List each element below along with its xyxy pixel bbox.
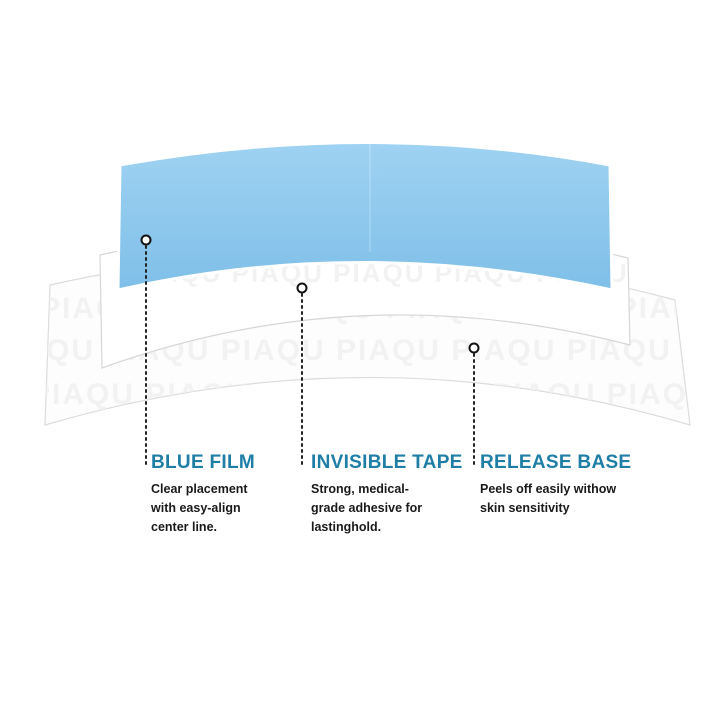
blue-film-callout: BLUE FILM Clear placement with easy-alig… — [151, 452, 291, 537]
blue-film-description: Clear placement with easy-align center l… — [151, 482, 248, 534]
release-base-callout: RELEASE BASE Peels off easily withow ski… — [480, 452, 660, 518]
release-base-description: Peels off easily withow skin sensitivity — [480, 482, 617, 515]
release-base-title: RELEASE BASE — [480, 452, 632, 473]
invisible-tape-pointer — [296, 282, 308, 469]
watermark-row-3: PIAQU PIAQU PIAQU PIAQU PIAQU PIAQU — [30, 378, 712, 411]
invisible-tape-title: INVISIBLE TAPE — [311, 452, 463, 473]
watermark-row-2: PIAQU PIAQU PIAQU PIAQU PIAQU PIAQU — [0, 334, 672, 367]
blue-film-title: BLUE FILM — [151, 452, 256, 473]
release-base-pointer — [468, 342, 480, 469]
blue-film-layer — [116, 132, 614, 292]
invisible-tape-description: Strong, medical- grade adhesive for last… — [311, 482, 423, 534]
blue-film-pointer — [140, 234, 152, 469]
invisible-tape-callout: INVISIBLE TAPE Strong, medical- grade ad… — [311, 452, 466, 537]
